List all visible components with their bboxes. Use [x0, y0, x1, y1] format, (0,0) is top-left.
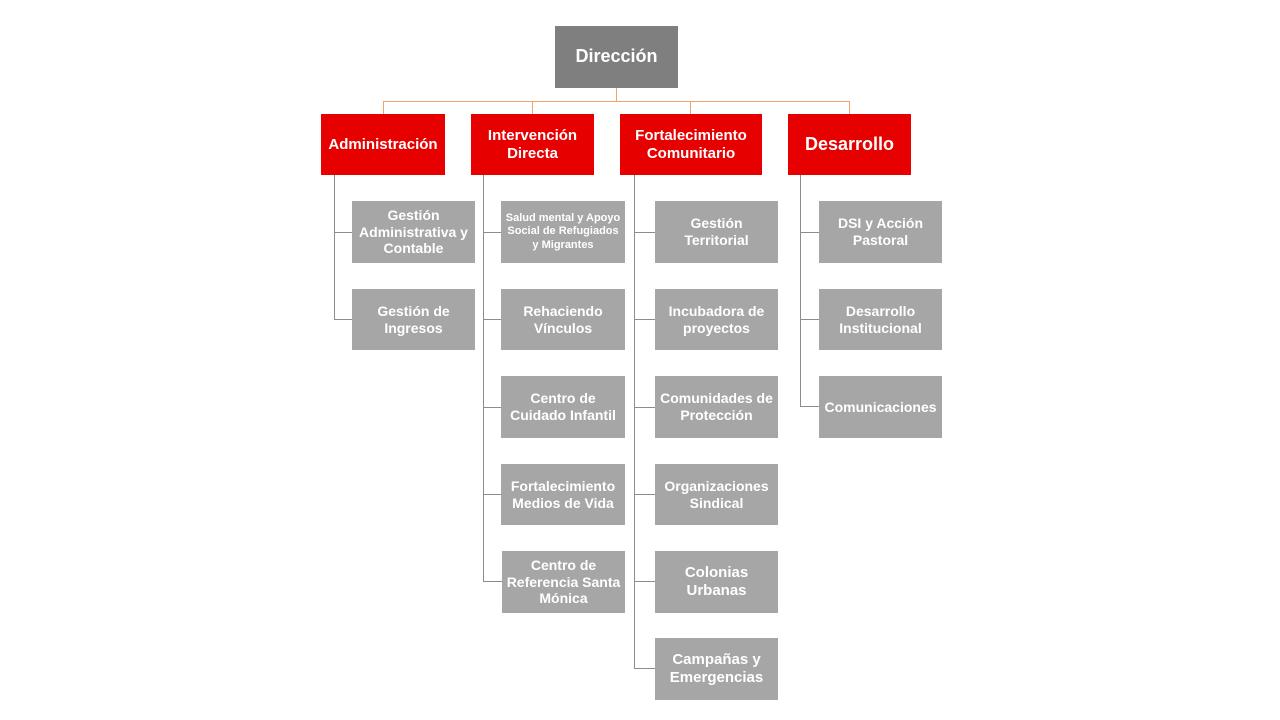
dept-desarrollo: Desarrollo [788, 114, 911, 175]
sub-gestion-administrativa: Gestión Administrativa y Contable [352, 201, 475, 263]
sub-dsi-accion-pastoral: DSI y Acción Pastoral [819, 201, 942, 263]
branch [483, 232, 501, 233]
branch [634, 319, 655, 320]
sub-salud-mental: Salud mental y Apoyo Social de Refugiado… [501, 201, 625, 263]
branch [800, 319, 819, 320]
sub-gestion-ingresos: Gestión de Ingresos [352, 289, 475, 350]
branch [483, 319, 501, 320]
branch [334, 232, 352, 233]
connector-dept-1 [383, 101, 384, 114]
branch [483, 494, 501, 495]
branch [800, 406, 819, 407]
connector-dept-3 [690, 101, 691, 114]
dept-fortalecimiento-comunitario: Fortalecimiento Comunitario [620, 114, 762, 175]
connector-dept-4 [849, 101, 850, 114]
branch [334, 319, 352, 320]
sub-comunicaciones: Comunicaciones [819, 376, 942, 438]
sub-colonias-urbanas: Colonias Urbanas [655, 551, 778, 613]
branch [634, 581, 655, 582]
branch [634, 668, 655, 669]
branch [634, 232, 655, 233]
dept-intervencion-directa: Intervención Directa [471, 114, 594, 175]
spine-desarrollo [800, 175, 801, 407]
spine-intervencion [483, 175, 484, 582]
branch [483, 407, 501, 408]
sub-rehaciendo-vinculos: Rehaciendo Vínculos [501, 289, 625, 350]
sub-desarrollo-institucional: Desarrollo Institucional [819, 289, 942, 350]
sub-gestion-territorial: Gestión Territorial [655, 201, 778, 263]
branch [634, 407, 655, 408]
connector-root-down [616, 88, 617, 102]
branch [800, 232, 819, 233]
sub-fortalecimiento-medios-vida: Fortalecimiento Medios de Vida [501, 464, 625, 525]
connector-horizontal [383, 101, 850, 102]
spine-fortalecimiento [634, 175, 635, 669]
sub-centro-cuidado-infantil: Centro de Cuidado Infantil [501, 376, 625, 438]
dept-administracion: Administración [321, 114, 445, 175]
branch [483, 581, 502, 582]
sub-centro-referencia: Centro de Referencia Santa Mónica [502, 551, 625, 613]
sub-incubadora: Incubadora de proyectos [655, 289, 778, 350]
connector-dept-2 [532, 101, 533, 114]
sub-comunidades-proteccion: Comunidades de Protección [655, 376, 778, 438]
spine-administracion [334, 175, 335, 320]
sub-organizaciones-sindical: Organizaciones Sindical [655, 464, 778, 525]
branch [634, 494, 655, 495]
sub-campanas-emergencias: Campañas y Emergencias [655, 638, 778, 700]
root-node-direccion: Dirección [555, 26, 678, 88]
